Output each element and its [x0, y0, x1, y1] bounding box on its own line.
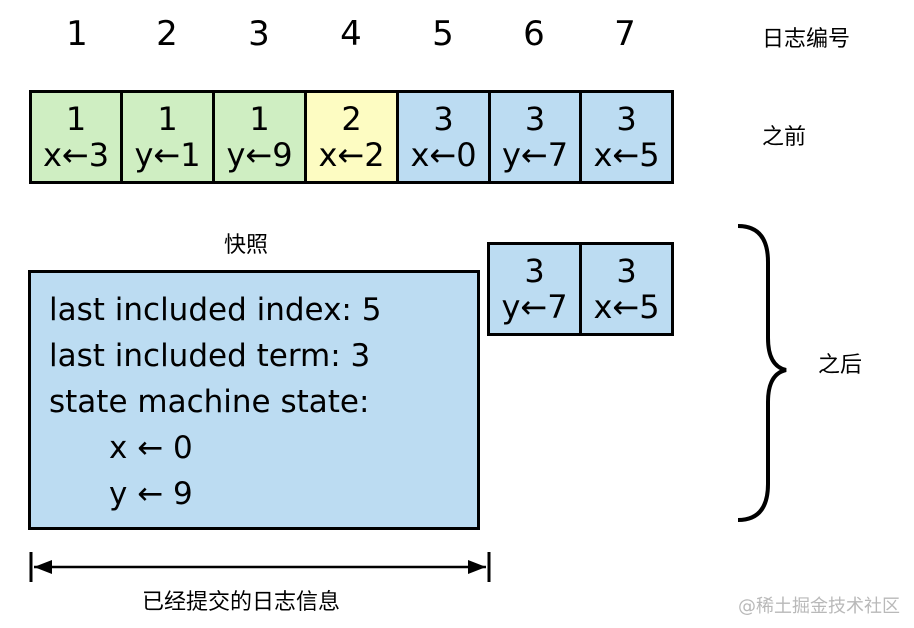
entry-command: y←7	[501, 136, 569, 174]
entry-term: 3	[616, 100, 637, 138]
log-index-1: 1	[66, 14, 88, 54]
log-entry-5: 3 x←0	[396, 90, 491, 184]
watermark: @稀土掘金技术社区	[738, 596, 900, 617]
after-brace	[737, 224, 787, 522]
log-entry-3: 1 y←9	[212, 90, 307, 184]
entry-term: 1	[65, 100, 87, 138]
log-index-5: 5	[432, 14, 454, 54]
entry-term: 3	[524, 100, 546, 138]
after-log-entry-6: 3 y←7	[487, 242, 582, 336]
log-entry-7: 3 x←5	[579, 90, 674, 184]
log-index-3: 3	[248, 14, 270, 54]
after-label: 之后	[818, 353, 863, 378]
entry-command: y←7	[501, 288, 568, 326]
snapshot-last-term: last included term: 3	[49, 338, 371, 374]
entry-command: y←1	[134, 136, 201, 174]
log-index-4: 4	[340, 14, 362, 54]
snapshot-state-heading: state machine state:	[49, 384, 370, 420]
snapshot-state-x: x ← 0	[109, 430, 193, 466]
entry-command: x←3	[42, 136, 110, 174]
entry-term: 3	[524, 252, 545, 290]
log-index-6: 6	[523, 14, 545, 54]
entry-command: x←5	[593, 136, 660, 174]
entry-term: 3	[433, 100, 454, 138]
before-label: 之前	[762, 125, 807, 150]
entry-command: x←2	[318, 136, 385, 174]
entry-command: y←9	[226, 136, 293, 174]
entry-command: x←5	[593, 288, 660, 326]
log-index-label: 日志编号	[762, 27, 851, 52]
committed-range-arrow	[29, 552, 491, 582]
after-log-entry-7: 3 x←5	[579, 242, 674, 336]
entry-term: 1	[249, 100, 270, 138]
snapshot-label: 快照	[224, 233, 269, 258]
entry-term: 1	[157, 100, 178, 138]
snapshot-box: last included index: 5 last included ter…	[28, 270, 480, 530]
entry-term: 3	[616, 252, 637, 290]
log-entry-2: 1 y←1	[120, 90, 215, 184]
snapshot-last-index: last included index: 5	[49, 292, 382, 328]
entry-term: 2	[341, 100, 362, 138]
log-index-2: 2	[156, 14, 178, 54]
log-index-7: 7	[614, 14, 636, 54]
entry-command: x←0	[410, 136, 477, 174]
committed-log-label: 已经提交的日志信息	[142, 590, 341, 615]
log-entry-4: 2 x←2	[304, 90, 399, 184]
snapshot-state-y: y ← 9	[109, 476, 193, 512]
